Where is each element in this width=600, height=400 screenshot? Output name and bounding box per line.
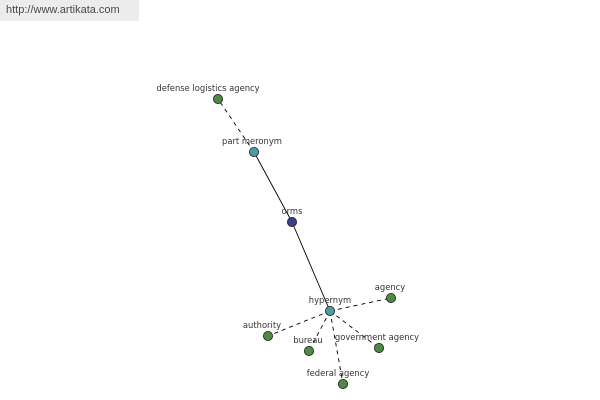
node-label-agency: agency — [375, 282, 406, 292]
node-label-federal-agency: federal agency — [307, 368, 370, 378]
node-dot-federal-agency[interactable] — [337, 378, 348, 389]
node-dot-defense-logistics-agency[interactable] — [212, 94, 223, 105]
node-dot-hypernym[interactable] — [324, 305, 335, 316]
node-defense-logistics-agency[interactable]: defense logistics agency — [156, 83, 260, 105]
node-dot-government-agency[interactable] — [373, 342, 384, 353]
edge-orms-to-part-meronym — [253, 151, 293, 223]
node-authority[interactable]: authority — [243, 320, 281, 341]
edge-hypernym-to-government-agency — [329, 310, 380, 349]
graph-nodes: defense logistics agency part meronym orms… — [156, 83, 419, 389]
node-dot-authority[interactable] — [262, 330, 273, 341]
node-dot-part-meronym[interactable] — [248, 146, 259, 157]
node-dot-bureau[interactable] — [303, 345, 314, 356]
node-agency[interactable]: agency — [375, 282, 406, 303]
watermark-text: http://www.artikata.com — [6, 4, 120, 16]
node-dot-agency[interactable] — [385, 292, 396, 303]
node-bureau[interactable]: bureau — [293, 335, 323, 356]
edge-orms-to-hypernym — [291, 221, 331, 312]
node-label-bureau: bureau — [293, 335, 322, 345]
node-label-authority: authority — [243, 320, 281, 330]
node-federal-agency[interactable]: federal agency — [307, 368, 370, 389]
node-label-orms: orms — [282, 206, 303, 216]
node-label-hypernym: hypernym — [309, 295, 351, 305]
node-label-part-meronym: part meronym — [222, 136, 282, 146]
node-label-government-agency: government agency — [335, 332, 419, 342]
edge-part-meronym-to-defense-logistics-agency — [217, 98, 255, 153]
node-orms[interactable]: orms — [282, 206, 303, 227]
node-hypernym[interactable]: hypernym — [309, 295, 351, 316]
node-dot-orms[interactable] — [286, 216, 297, 227]
edge-hypernym-to-bureau — [308, 310, 331, 352]
edge-hypernym-to-authority — [267, 310, 331, 337]
graph-edges — [217, 98, 392, 385]
node-government-agency[interactable]: government agency — [335, 332, 419, 353]
watermark: http://www.artikata.com — [0, 0, 139, 21]
node-label-defense-logistics-agency: defense logistics agency — [156, 83, 259, 93]
node-part-meronym[interactable]: part meronym — [222, 136, 282, 157]
edge-hypernym-to-agency — [329, 297, 392, 312]
